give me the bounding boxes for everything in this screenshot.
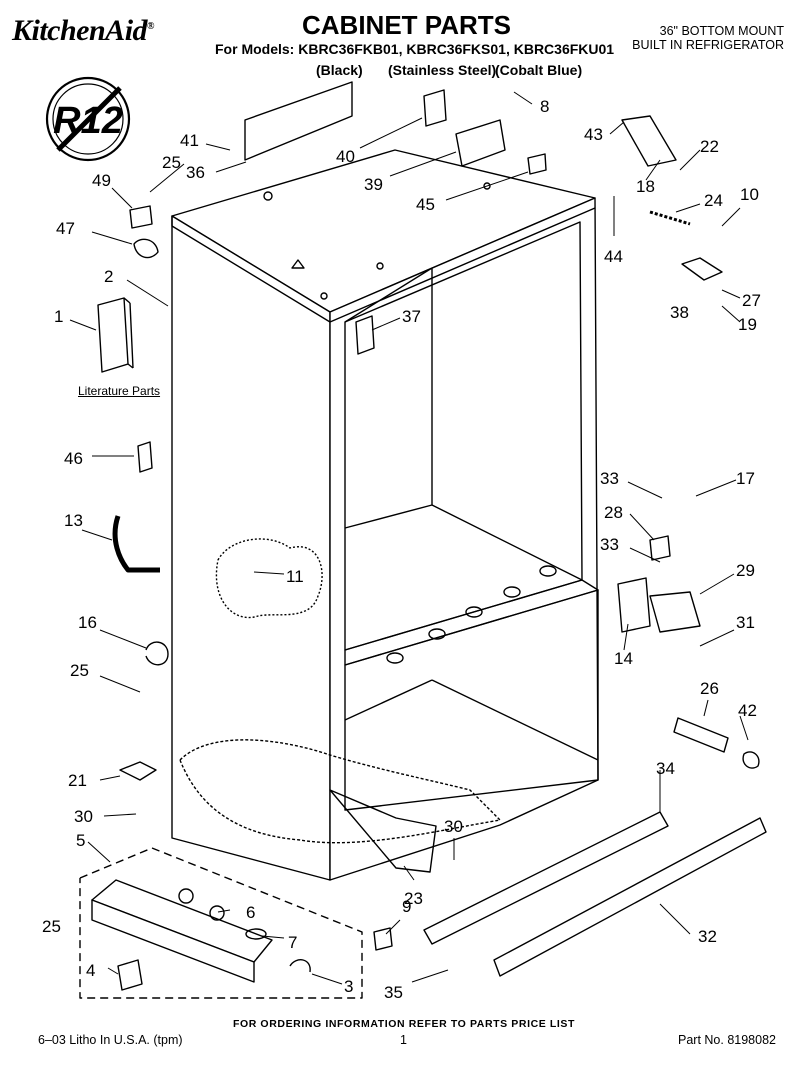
variant-black: (Black) [316,62,363,78]
callout-40: 40 [336,147,355,166]
part-47-clip [133,238,159,259]
callout-5: 5 [76,831,85,850]
description-line-2: BUILT IN REFRIGERATOR [632,38,784,52]
lower-cutaway [179,739,501,844]
callout-35: 35 [384,983,403,1002]
callout-8: 8 [540,97,549,116]
part-26-capacitor [673,717,729,753]
no-r12-badge: R12 [45,76,131,162]
callout-49: 49 [92,171,111,190]
part-46-clip [137,441,153,473]
part-13-tube [112,515,160,573]
callout-11: 11 [286,567,304,586]
part-38-bracket [681,257,723,281]
callout-29: 29 [736,561,755,580]
callout-38: 38 [670,303,689,322]
callout-39: 39 [364,175,383,194]
part-39-plate [455,119,506,167]
part-24-spring [649,210,691,226]
callout-47: 47 [56,219,75,238]
callout-43: 43 [584,125,603,144]
kitchenaid-logo: KitchenAid® [12,14,155,47]
callout-32: 32 [698,927,717,946]
part-16-clamp [145,641,169,666]
part-21-bracket [119,761,157,781]
callout-18: 18 [636,177,655,196]
callout-4: 4 [86,961,95,980]
variant-blue: (Cobalt Blue) [495,62,583,78]
callout-21: 21 [68,771,87,790]
callout-16: 16 [78,613,97,632]
part-28-bracket [649,535,671,561]
rear-panel [244,81,353,161]
part-23-housing [329,789,437,873]
callout-7: 7 [288,933,297,952]
callout-41: 41 [180,131,199,150]
callout-31: 31 [736,613,755,632]
callout-10: 10 [740,185,759,204]
part-37-handle [355,315,375,355]
callout-2: 2 [104,267,113,286]
callout-24: 24 [704,191,723,210]
part-9-clip [373,927,393,951]
callout-25-a: 25 [162,153,181,172]
variant-stainless: (Stainless Steel) [388,62,497,78]
callout-36: 36 [186,163,205,182]
callout-42: 42 [738,701,757,720]
cutaway-view [215,538,323,619]
part-18-hinge [621,115,677,167]
page-number: 1 [400,1033,407,1047]
callout-9: 9 [402,897,411,916]
callout-46: 46 [64,449,83,468]
part-32-kickplate [493,817,767,977]
callout-6: 6 [246,903,255,922]
callout-45: 45 [416,195,435,214]
page-title: CABINET PARTS [302,10,511,40]
cabinet-body [171,149,599,881]
callout-26: 26 [700,679,719,698]
description-line-1: 36" BOTTOM MOUNT [659,24,784,38]
part-40-bracket [423,89,447,127]
part-34-grille [423,811,669,945]
callout-13: 13 [64,511,83,530]
part-49-clip [129,205,153,229]
callout-37: 37 [402,307,421,326]
models-line: For Models: KBRC36FKB01, KBRC36FKS01, KB… [215,41,615,57]
callout-34: 34 [656,759,675,778]
callout-14: 14 [614,649,633,668]
callout-28: 28 [604,503,623,522]
part-45-block [527,153,547,175]
ordering-note: FOR ORDERING INFORMATION REFER TO PARTS … [232,1018,576,1030]
callout-44: 44 [604,247,623,266]
part-42-knob [742,751,760,769]
part-29-hinge [649,591,701,633]
callout-17: 17 [736,469,755,488]
callout-30-a: 30 [74,807,93,826]
callout-22: 22 [700,137,719,156]
literature-parts-label: Literature Parts [78,384,161,398]
callout-30-b: 30 [444,817,463,836]
callout-3: 3 [344,977,353,996]
callout-1: 1 [54,307,63,326]
part-5-base-assembly [79,847,363,999]
litho-line: 6–03 Litho In U.S.A. (tpm) [38,1033,183,1047]
part-4-bracket [117,959,143,991]
callout-23: 23 [404,889,423,908]
callout-25-c: 25 [42,917,61,936]
part-number: Part No. 8198082 [678,1033,776,1047]
leader-lines [69,91,749,985]
literature-parts [97,297,134,373]
part-3-clip [289,959,311,973]
callout-33-a: 33 [600,469,619,488]
callout-numbers: 1 2 3 4 5 6 7 8 9 10 11 13 14 16 17 18 1… [42,97,761,1002]
callout-27: 27 [742,291,761,310]
callout-19: 19 [738,315,757,334]
part-14-plate [617,577,651,633]
callout-33-b: 33 [600,535,619,554]
callout-25-b: 25 [70,661,89,680]
